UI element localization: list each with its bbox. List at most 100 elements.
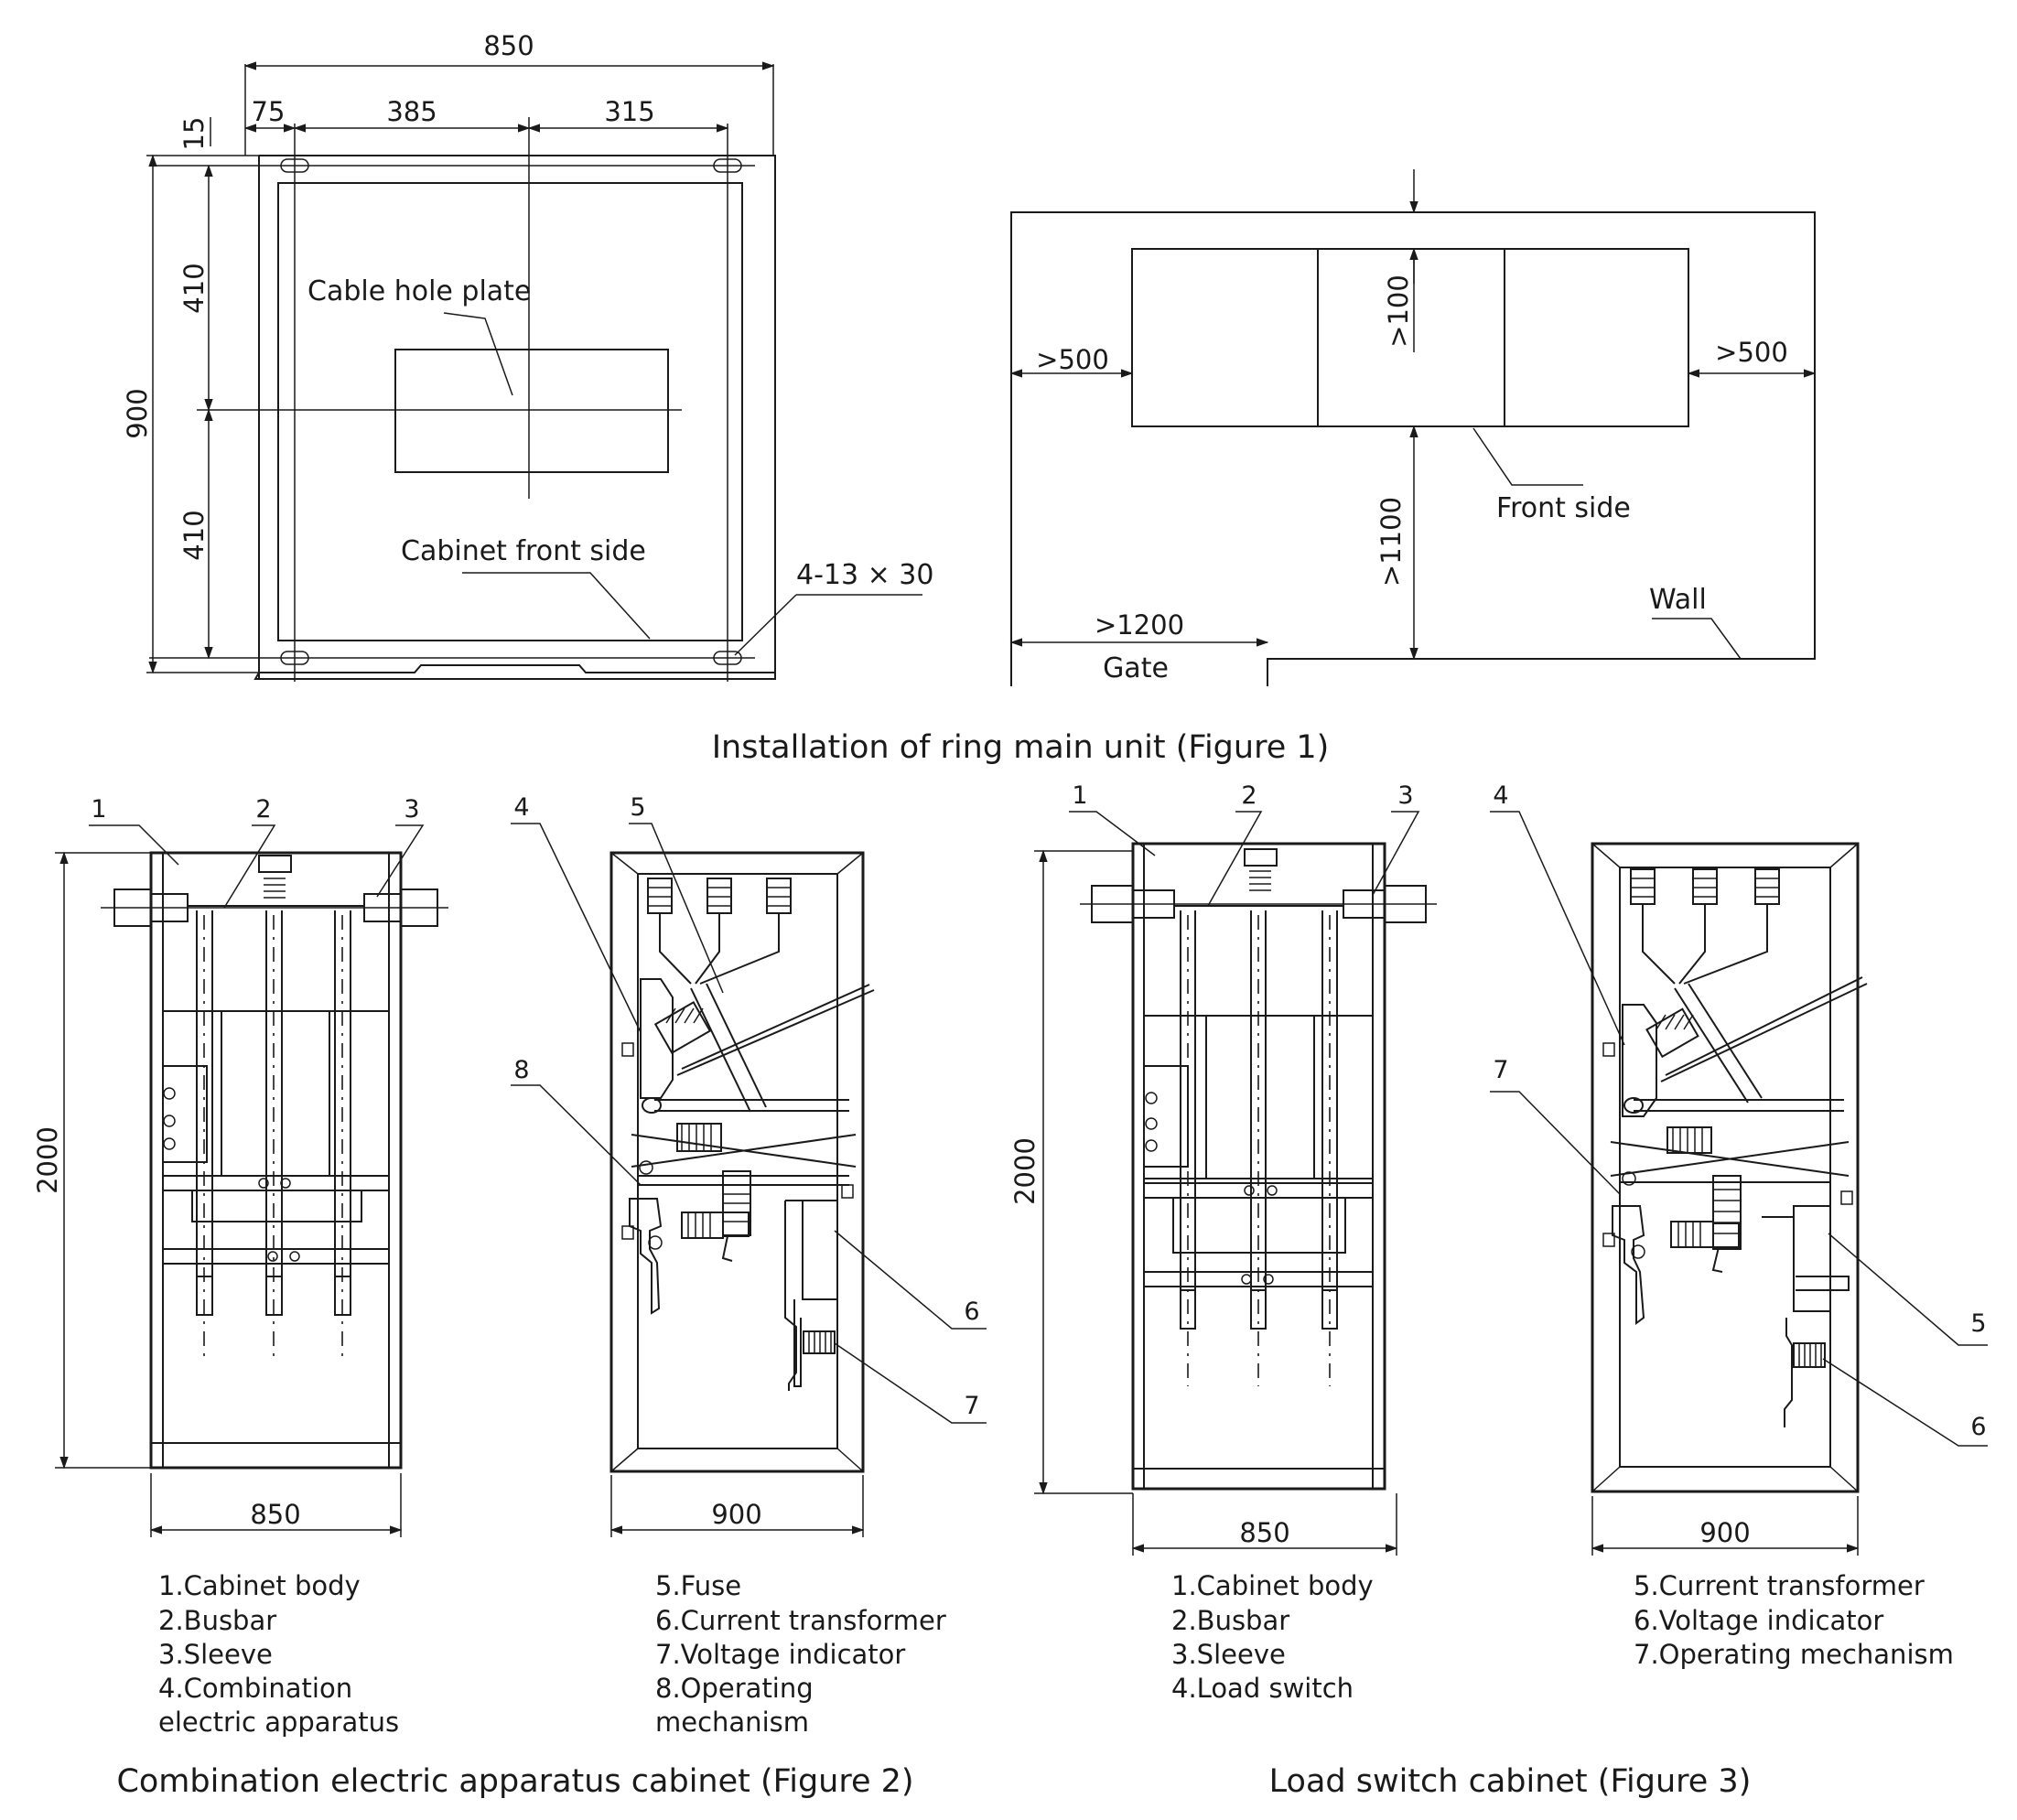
dim-rear-clearance: >100 [1383, 275, 1414, 348]
dim-gate-width: >1200 [1095, 609, 1184, 641]
ct-bracket [784, 1200, 803, 1391]
fig3-callout-5: 5 [1970, 1309, 1986, 1338]
fig3-callout-7: 7 [1493, 1056, 1508, 1084]
fig2-callout-7: 7 [964, 1392, 979, 1420]
fig3-height-dim: 2000 [1009, 1137, 1041, 1205]
spring-box [1666, 1126, 1712, 1154]
fig3-legend-left-4: 4.Load switch [1171, 1673, 1354, 1704]
hinge [1840, 1190, 1853, 1205]
figure3-front-view: 900 4 5 6 7 [1490, 781, 1988, 1556]
hinge [1602, 1233, 1615, 1247]
dim-overall-depth: 900 [122, 388, 153, 438]
fig2-front-width-dim: 900 [711, 1499, 761, 1530]
insulator-rings [1631, 878, 1779, 898]
mid-frame [191, 1190, 362, 1222]
link-arm [706, 983, 767, 1108]
label-wall: Wall [1649, 584, 1707, 616]
base-plate-lower-edge [258, 156, 776, 680]
fig2-callout-3: 3 [404, 795, 419, 824]
crank [1610, 1141, 1850, 1177]
cabinet-body-side-fig3 [1131, 842, 1386, 1491]
top-insulator [258, 855, 292, 873]
label-cabinet-front-side: Cabinet front side [401, 535, 646, 567]
fig3-callout-2: 2 [1241, 781, 1257, 810]
bolt [1145, 1139, 1158, 1152]
leader [834, 1342, 987, 1424]
hinge [1602, 1042, 1615, 1057]
ct-bracket [1762, 1216, 1850, 1291]
terminal [196, 1276, 213, 1316]
cross-bar [1143, 1271, 1374, 1287]
spring-coils [665, 1007, 704, 1024]
spring-housing [1645, 1007, 1699, 1059]
label-cable-hole-plate: Cable hole plate [307, 275, 531, 307]
door-frame [637, 873, 838, 1449]
figure1-base-plan: 850 75 385 315 900 410 410 15 Cable hole… [122, 30, 933, 682]
bolt [163, 1087, 176, 1100]
fuse [706, 878, 732, 914]
fig3-side-width-dim: 850 [1239, 1517, 1289, 1548]
bolt [289, 1251, 300, 1262]
hinge [621, 1225, 634, 1240]
dim-overall-width: 850 [483, 30, 534, 61]
insulator-rings [264, 878, 286, 899]
dim-right-clearance: >500 [1715, 337, 1788, 368]
figure2-front-view: 900 4 5 6 7 8 [511, 793, 987, 1537]
fig3-legend-left-2: 2.Busbar [1171, 1605, 1289, 1636]
leader-cabinet-front-side [462, 572, 651, 640]
fig2-legend-right-5: mechanism [655, 1707, 809, 1738]
fig2-callout-6: 6 [964, 1298, 979, 1326]
figure2-caption: Combination electric apparatus cabinet (… [116, 1763, 913, 1800]
hinge [841, 1184, 854, 1199]
spring-coils [1672, 1127, 1703, 1153]
fig3-legend-right-3: 7.Operating mechanism [1634, 1639, 1954, 1670]
bolt [163, 1115, 176, 1127]
fig2-legend-right-2: 6.Current transformer [655, 1605, 946, 1636]
cable-hole-plate-rect [394, 349, 669, 473]
fuse-wires [659, 913, 780, 985]
fig2-legend-left-3: 3.Sleeve [158, 1639, 273, 1670]
fig2-legend-left-4: 4.Combination [158, 1673, 352, 1704]
spring-housing [653, 1001, 712, 1054]
current-transformer-fig3 [1793, 1205, 1831, 1312]
operating-rod [1660, 983, 1868, 1082]
leader [1372, 811, 1420, 896]
fig3-legend-left-1: 1.Cabinet body [1171, 1570, 1374, 1601]
fig3-callout-3: 3 [1397, 781, 1413, 810]
bolt [1263, 1274, 1274, 1285]
hinge [621, 1042, 634, 1057]
fig2-side-width-dim: 850 [250, 1499, 300, 1530]
fig3-legend-left-3: 3.Sleeve [1171, 1639, 1286, 1670]
side-mechanism [162, 1065, 208, 1163]
terminal [1321, 1289, 1338, 1330]
fig2-callout-1: 1 [91, 795, 106, 824]
fig2-legend-right-3: 7.Voltage indicator [655, 1639, 905, 1670]
frame-corner [610, 1448, 639, 1472]
fig2-legend-right-4: 8.Operating [655, 1673, 814, 1704]
fuse [647, 878, 673, 914]
side-mechanism [1143, 1065, 1189, 1168]
leader [1490, 811, 1625, 1046]
terminal [334, 1276, 351, 1316]
dim-top-margin: 15 [178, 117, 210, 151]
switch-core [1205, 1015, 1315, 1179]
label-gate: Gate [1103, 652, 1169, 684]
shaft-end [1623, 1097, 1644, 1114]
base-plate-outline [253, 155, 776, 680]
cabinet-front-fig3 [1591, 842, 1860, 1493]
pivot [639, 1160, 653, 1175]
leader-wall [1652, 618, 1742, 660]
voltage-indicator-fig2 [803, 1330, 836, 1354]
spring-box [1670, 1221, 1714, 1248]
cabinet-body-side [149, 851, 403, 1470]
operating-rod [681, 984, 870, 1070]
fuse-rings [648, 887, 791, 907]
fuse-group [647, 878, 792, 985]
fig2-callout-5: 5 [630, 793, 645, 822]
link-arm [690, 987, 751, 1113]
leader-slot-spec [734, 594, 922, 656]
spring-coils [1713, 1189, 1741, 1234]
bolt [1145, 1117, 1158, 1130]
